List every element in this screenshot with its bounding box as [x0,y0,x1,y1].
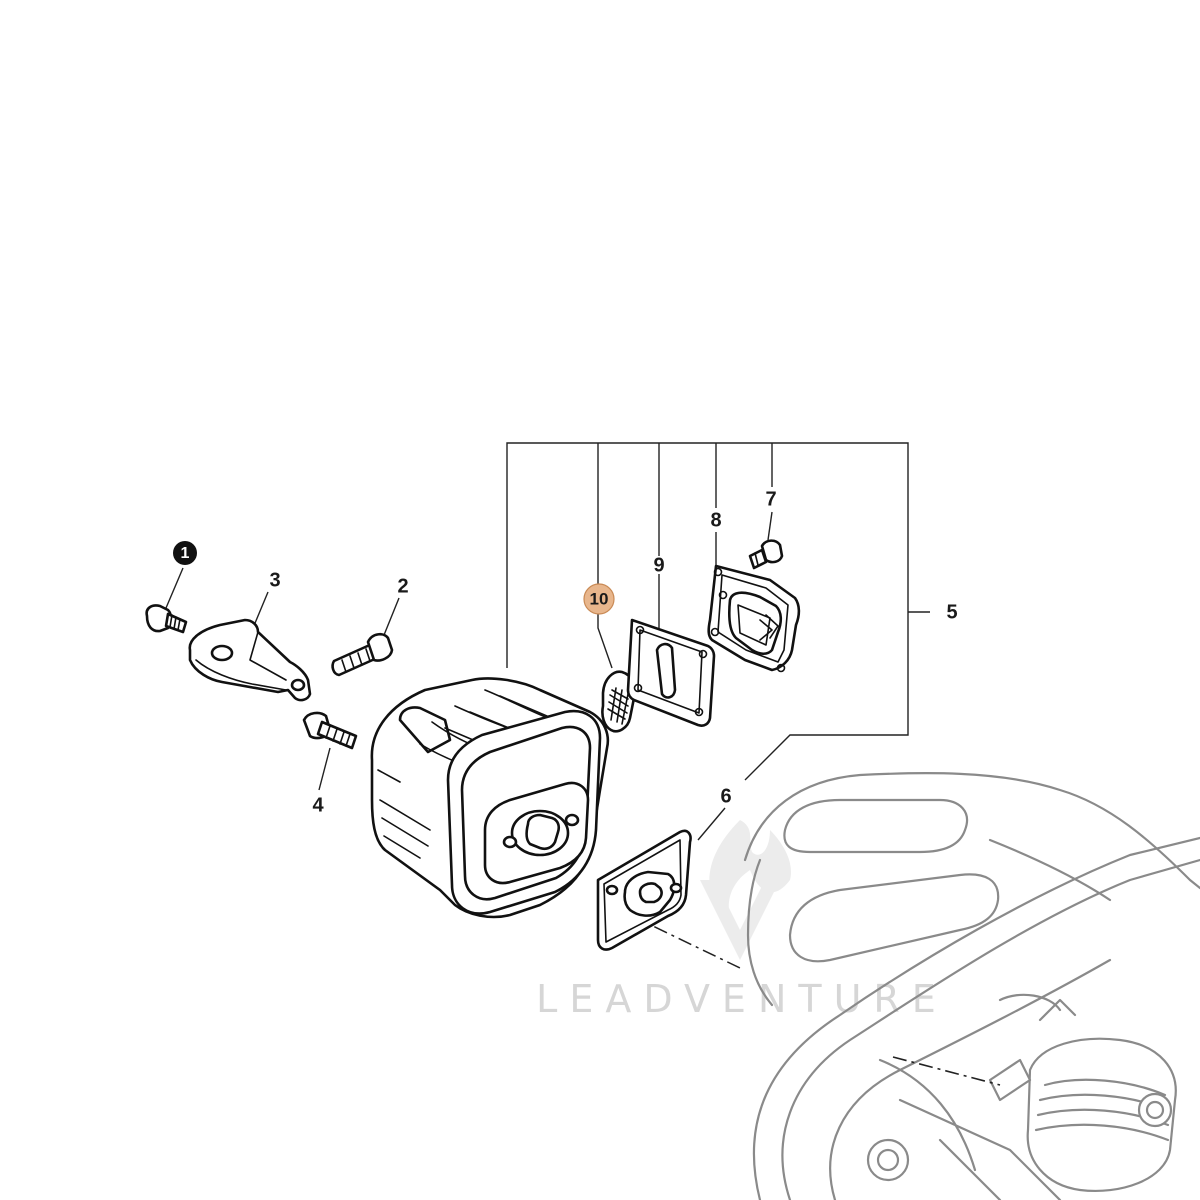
part-6-gasket [596,829,692,951]
part-2-bolt [331,632,394,677]
callout-1-text: 1 [181,545,190,562]
callout-3[interactable]: 3 [269,569,280,591]
watermark-logo [700,820,791,960]
part-4-bolt [302,711,358,750]
callout-10-highlight-ring [583,583,615,615]
callout-8[interactable]: 8 [710,509,721,531]
callout-5[interactable]: 5 [946,601,957,623]
center-line [892,1056,1001,1086]
callout-10-highlighted[interactable]: 10 [583,583,615,615]
callout-9[interactable]: 9 [653,554,664,576]
chainsaw-outline [743,772,1200,1200]
callout-10-text: 10 [590,589,609,608]
callout-1[interactable]: 1 [173,541,197,565]
part-3-bracket [188,618,312,702]
part-7-bolt [748,539,784,570]
part-8-deflector [707,564,801,673]
part-1-bolt [145,604,188,634]
part-9-plate [626,618,716,727]
callouts: 1 3 2 4 5 6 7 8 9 10 [173,488,958,816]
watermark: LEADVENTURE [536,820,948,1021]
callout-6[interactable]: 6 [720,785,731,807]
callout-4[interactable]: 4 [312,794,324,816]
leader-lines [165,442,930,969]
watermark-text: LEADVENTURE [536,977,948,1021]
muffler-body [370,677,610,919]
engine-cylinder [1026,1037,1177,1192]
part-10-screen [601,670,636,733]
callout-7[interactable]: 7 [765,488,776,510]
callout-1-badge [173,541,197,565]
callout-2[interactable]: 2 [397,575,408,597]
